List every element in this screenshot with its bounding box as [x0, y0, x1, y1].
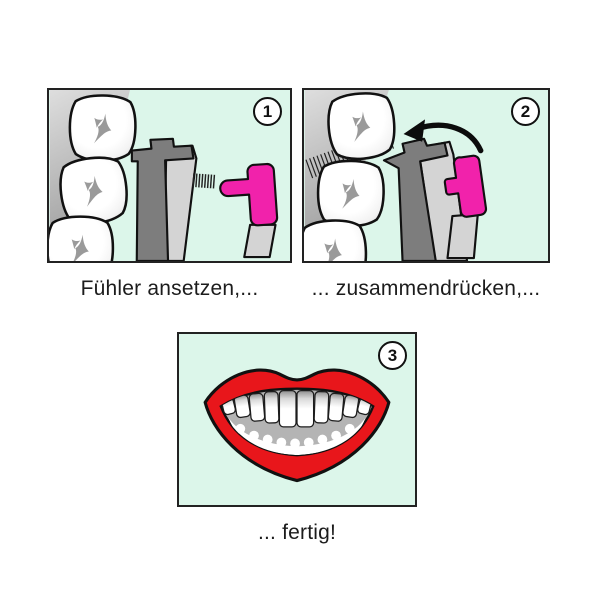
panel-step-3: 3: [177, 332, 417, 507]
step-number: 1: [262, 101, 273, 121]
smiling-mouth-illustration: [203, 368, 391, 483]
step-number-badge: 3: [378, 341, 407, 370]
tool-handle: [243, 223, 277, 259]
panel-step-1: 1: [47, 88, 292, 263]
panel-2-illustration: [304, 90, 488, 261]
panel-1-illustration: [49, 90, 279, 261]
tool-dark-head: [382, 137, 449, 261]
spring-coil: [192, 173, 216, 189]
pink-grip: [219, 162, 279, 227]
caption-step-2: ... zusammendrücken,...: [311, 277, 541, 300]
step-number: 3: [387, 345, 398, 365]
panel-step-2: 2: [302, 88, 550, 263]
tool-dark-head: [130, 137, 195, 261]
interdental-brush-tool: [382, 137, 488, 261]
caption-step-3: ... fertig!: [257, 521, 337, 544]
interdental-brush-tool: [130, 137, 279, 261]
step-number: 2: [520, 101, 531, 121]
caption-step-1: Fühler ansetzen,...: [80, 277, 259, 300]
step-number-badge: 1: [253, 97, 282, 126]
step-number-badge: 2: [511, 97, 540, 126]
pink-grip: [443, 154, 488, 218]
lower-teeth-row: [228, 418, 366, 456]
tool-light-bar: [163, 144, 198, 261]
curved-arrow-icon: [403, 119, 484, 154]
upper-teeth-row: [221, 390, 372, 428]
tool-handle: [446, 213, 479, 260]
